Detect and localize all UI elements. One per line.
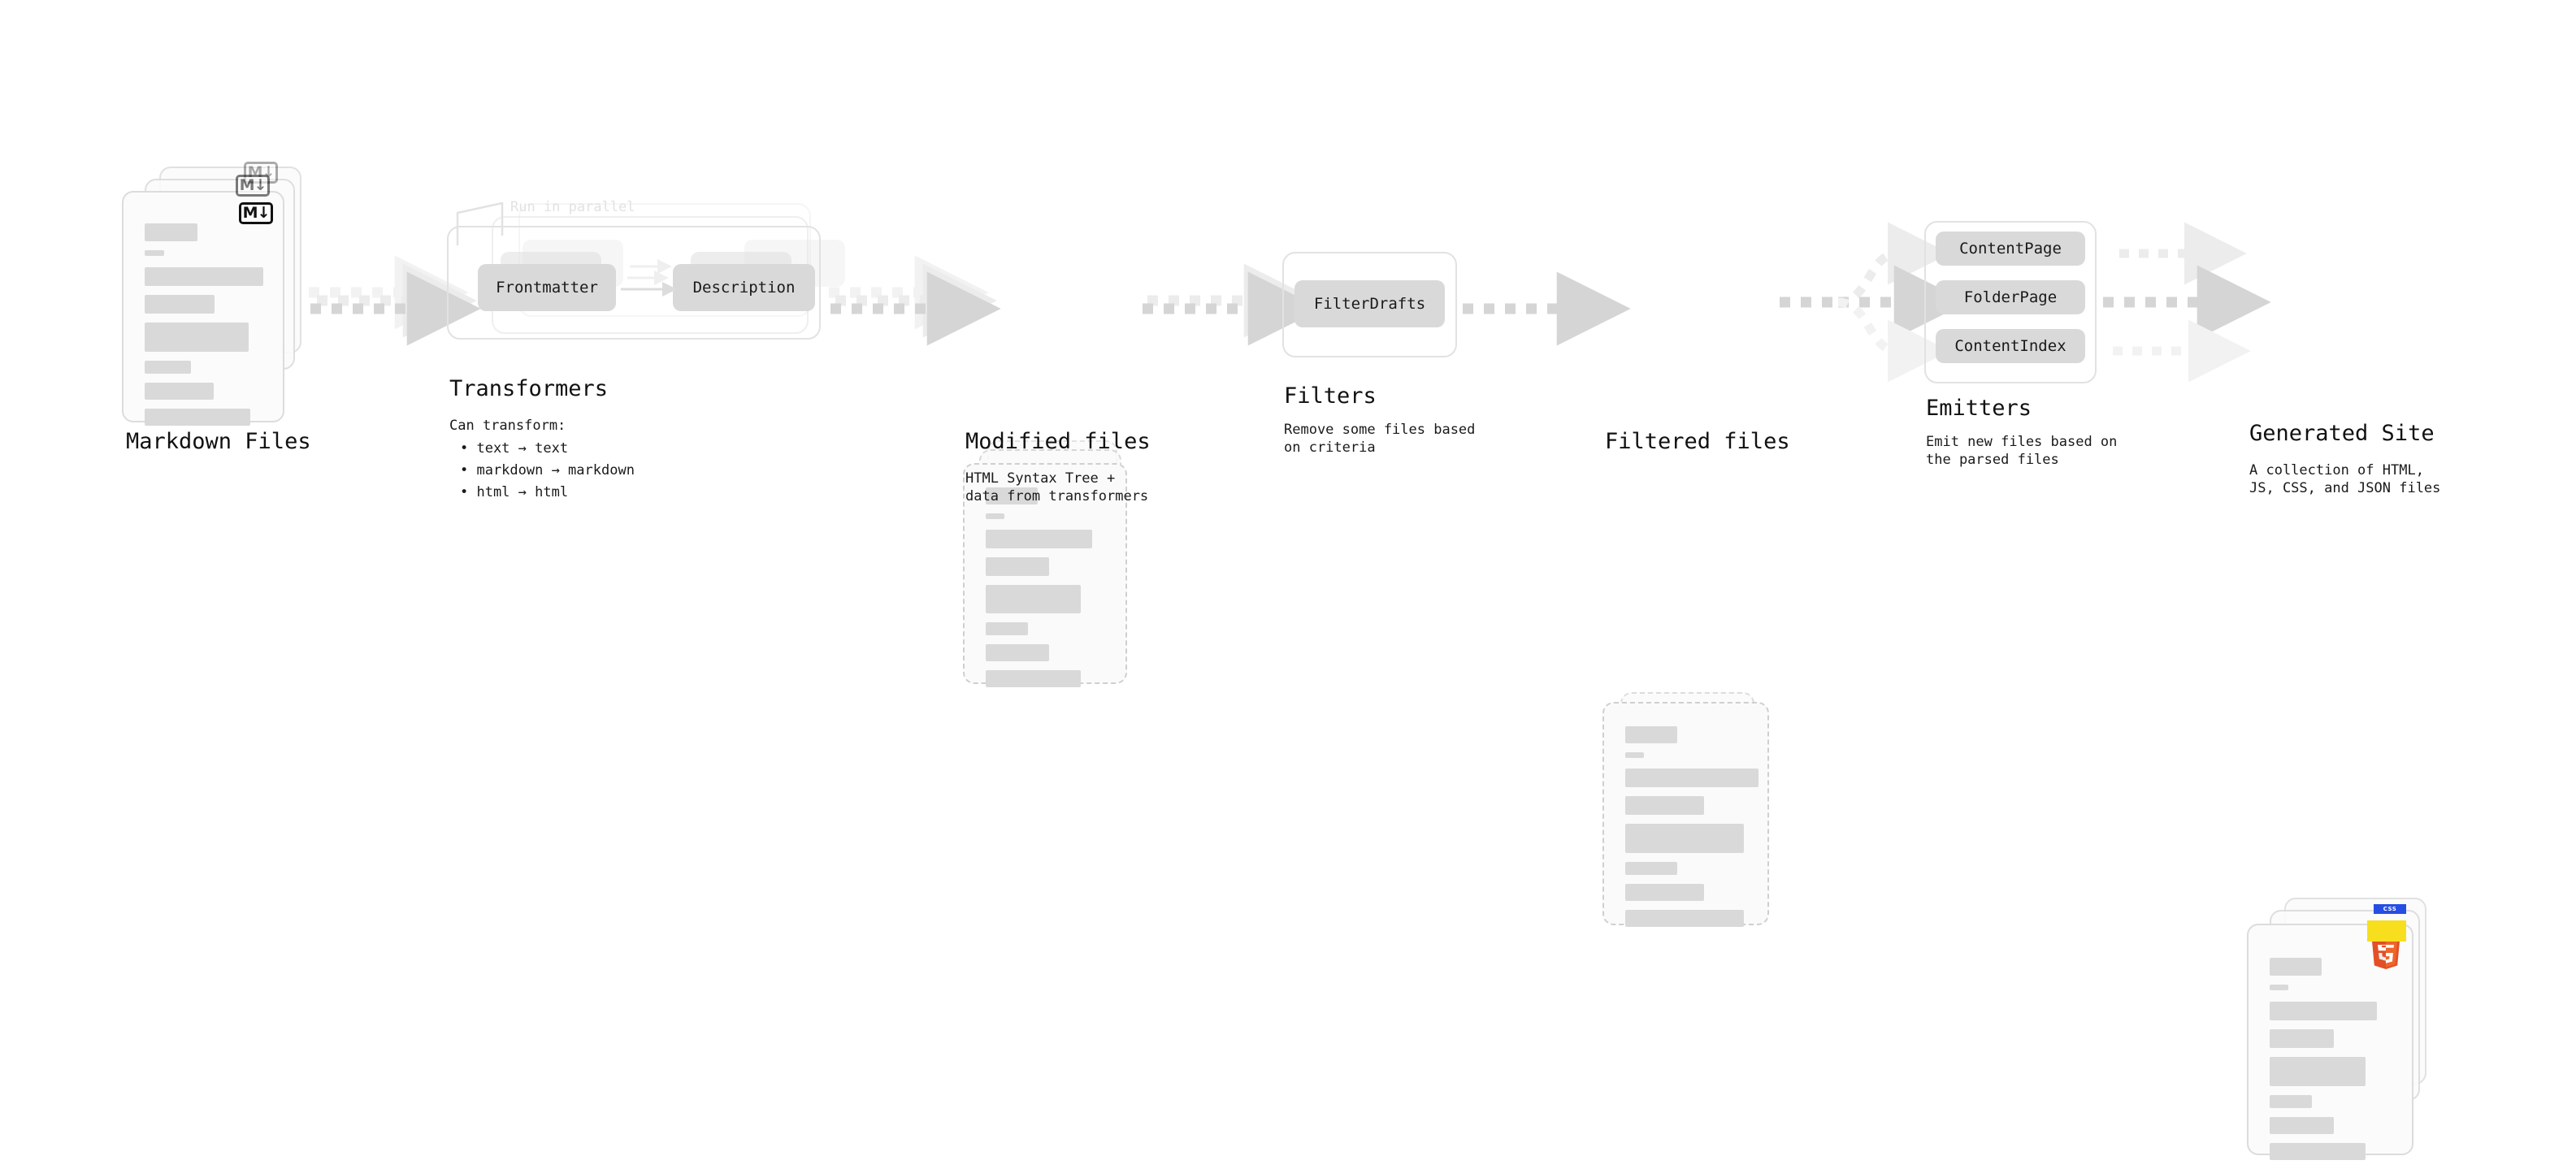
emitter-chip-folderpage[interactable]: FolderPage: [1936, 280, 2085, 314]
markdown-placeholder-lines: [145, 223, 263, 435]
emitter-chip-contentindex[interactable]: ContentIndex: [1936, 329, 2085, 363]
filtered-placeholder-lines: [1625, 726, 1759, 936]
stage-generated-site: HTML CSS: [2247, 898, 2442, 1160]
modified-card-front: [963, 463, 1127, 687]
filters-subtitle: Remove some files based on criteria: [1284, 422, 1476, 457]
modified-files-subtitle: HTML Syntax Tree + data from transformer…: [965, 470, 1149, 505]
site-card-front: HTML: [2247, 924, 2413, 1160]
stage-modified-files: [963, 440, 1150, 687]
filters-group-box: [1282, 252, 1457, 357]
javascript-icon: [2367, 920, 2406, 942]
arrow-filtered-to-emitters: [1780, 222, 1968, 383]
filter-chip-filterdrafts[interactable]: FilterDrafts: [1295, 280, 1445, 327]
transformers-title: Transformers: [449, 376, 609, 401]
stage-transformers: Frontmatter Frontmatter Frontmatter Desc…: [447, 195, 845, 357]
markdown-icon-ghost-1: M↓: [236, 175, 270, 197]
run-in-parallel-label: Run in parallel: [510, 199, 635, 215]
markdown-icon: M↓: [239, 202, 273, 224]
transformers-bullet-0: • text → text: [460, 440, 569, 457]
arrow-markdown-to-transformers: [309, 255, 481, 346]
stage-emitters: ContentPage FolderPage ContentIndex: [1924, 221, 2111, 396]
transformers-subtitle: Can transform:: [449, 418, 566, 434]
emitters-title: Emitters: [1926, 396, 2032, 421]
emitters-subtitle: Emit new files based on the parsed files: [1926, 434, 2118, 469]
emitters-group-box: [1924, 221, 2097, 383]
transformers-group-front: [447, 226, 821, 340]
arrow-transformers-to-modified: [829, 255, 1001, 346]
transformers-bullet-1: • markdown → markdown: [460, 462, 635, 478]
generated-site-title: Generated Site: [2249, 421, 2435, 446]
site-placeholder-lines: [2270, 958, 2392, 1169]
stage-filtered-files: [1602, 692, 1789, 928]
modified-files-title: Modified files: [965, 429, 1151, 454]
arrow-emitters-to-site: [2103, 222, 2271, 383]
stage-filters: FilterDrafts: [1282, 252, 1461, 366]
markdown-files-title: Markdown Files: [126, 429, 311, 454]
filtered-files-title: Filtered files: [1605, 429, 1790, 454]
transformers-bullet-2: • html → html: [460, 484, 569, 500]
transformer-inner-arrows: [621, 259, 677, 297]
markdown-card-front: M↓: [122, 191, 284, 426]
modified-placeholder-lines: [986, 487, 1106, 696]
css3-icon: CSS: [2374, 904, 2406, 914]
diagram-canvas: M↓ M↓ M↓ Markdown Files Frontmatter Fron…: [122, 162, 2441, 1160]
generated-site-subtitle: A collection of HTML, JS, CSS, and JSON …: [2249, 462, 2441, 497]
arrow-modified-to-filters: [1143, 263, 1322, 346]
stage-markdown-files: M↓ M↓ M↓: [122, 162, 309, 426]
filters-title: Filters: [1284, 383, 1377, 409]
filtered-card-front: [1602, 702, 1769, 927]
transformer-chip-frontmatter[interactable]: Frontmatter: [478, 264, 616, 311]
emitter-chip-contentpage[interactable]: ContentPage: [1936, 232, 2085, 266]
transformer-chip-description[interactable]: Description: [673, 264, 815, 311]
